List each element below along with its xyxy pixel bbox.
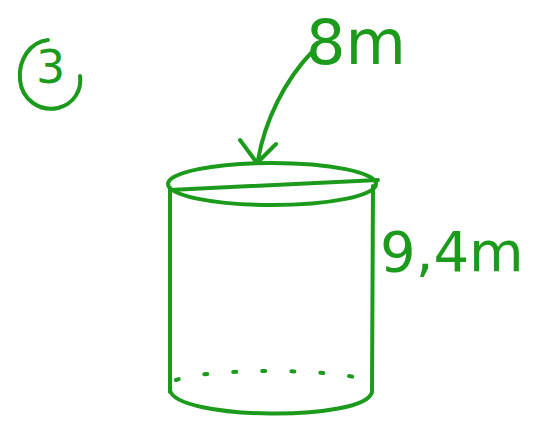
- hidden-edge: [176, 371, 366, 380]
- leader-arrow: [258, 52, 312, 160]
- cylinder-bottom: [170, 390, 372, 414]
- cylinder-side: [168, 188, 172, 392]
- cylinder-side: [372, 186, 373, 392]
- number-circle: [20, 40, 81, 109]
- dimension-label: 9,4m: [380, 224, 524, 280]
- callout-number: 3: [36, 44, 65, 90]
- dimension-label: 8m: [306, 12, 406, 74]
- arrow-head: [240, 140, 276, 163]
- diameter-line: [170, 180, 378, 190]
